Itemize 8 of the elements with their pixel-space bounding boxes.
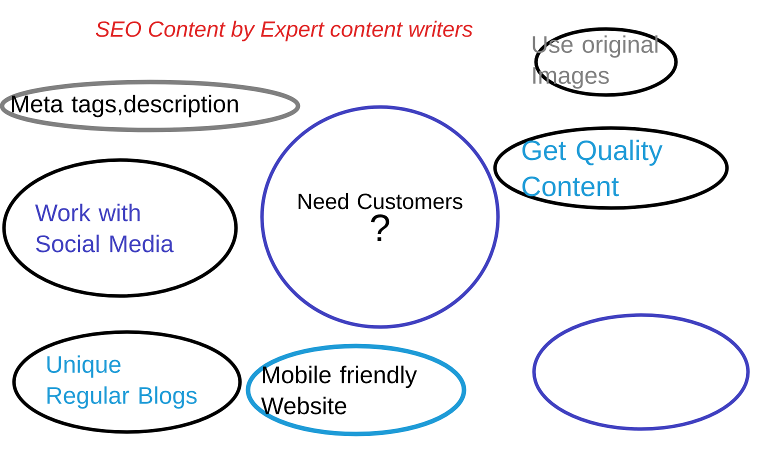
ellipse-node: Unique Regular Blogs — [12, 330, 242, 434]
ellipse-node: Meta tags,description — [0, 80, 300, 132]
ellipse-node: Need Customers ? — [260, 105, 500, 329]
ellipse-node — [532, 313, 750, 431]
title: SEO Content by Expert content writers — [96, 20, 473, 42]
ellipse-node: Mobile friendly Website — [246, 344, 466, 436]
ellipse-node: Get Quality Content — [493, 126, 729, 210]
ellipse-node: Work with Social Media — [2, 158, 238, 298]
